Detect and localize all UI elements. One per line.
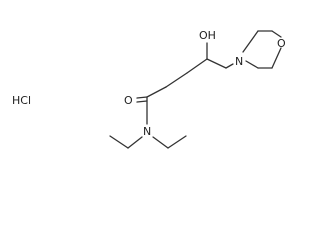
carbonyl-oxygen-label: O [124, 94, 133, 107]
bond-ethyl-right-ch3 [167, 135, 187, 149]
bond-ring-o-bottom [271, 47, 282, 69]
bond-c5-n [225, 63, 234, 69]
molecule-drawing: HCl OH N O O N [12, 29, 286, 149]
hydroxyl-label: OH [199, 29, 216, 42]
bonds [109, 30, 282, 149]
bond-ring-o-top [271, 30, 282, 38]
bond-c2-c3 [165, 72, 188, 88]
bond-ethyl-left-ch3 [109, 135, 129, 149]
bond-ring-n-bottom [245, 60, 259, 69]
bond-c1-c2 [146, 86, 167, 98]
bond-ring-n-top [242, 30, 259, 53]
bond-carbonyl-a [136, 96, 148, 99]
salt-label: HCl [12, 94, 31, 107]
bond-c3-c4 [186, 58, 208, 74]
amide-nitrogen-label: N [143, 125, 151, 138]
ring-nitrogen-label: N [235, 55, 243, 68]
bond-n-ethyl-left [127, 136, 143, 149]
ring-oxygen-label: O [277, 37, 286, 50]
bond-c4-c5 [206, 58, 227, 69]
structure-canvas: HCl OH N O O N [12, 29, 286, 149]
bond-carbonyl-b [136, 100, 148, 103]
bond-n-ethyl-right [152, 136, 169, 149]
